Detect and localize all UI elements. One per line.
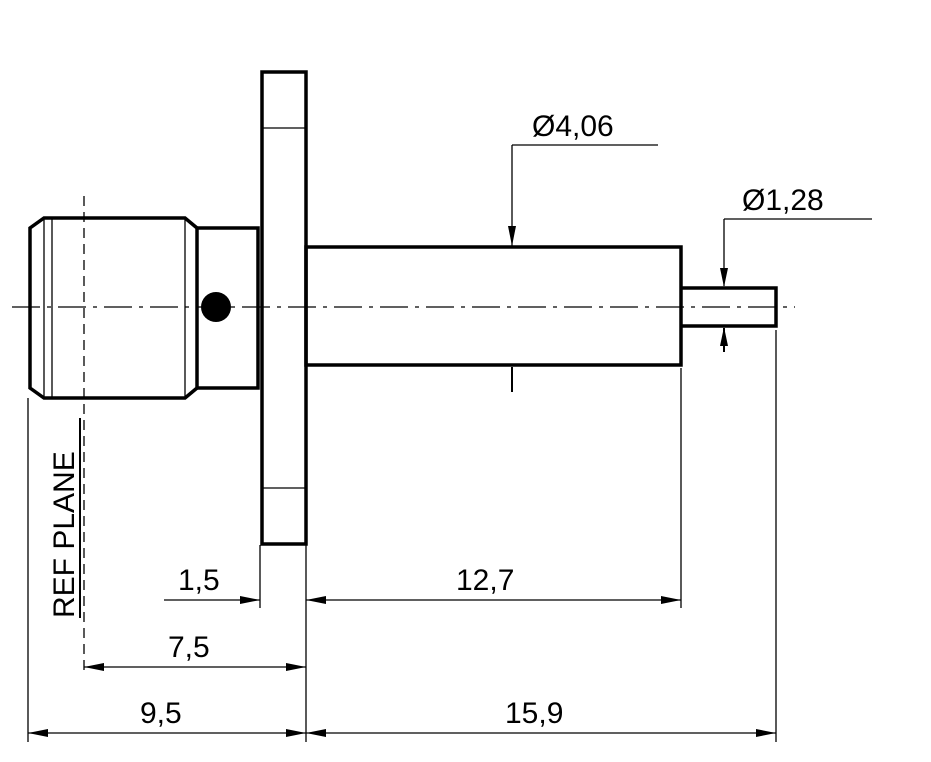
dim-body-length: 12,7 bbox=[306, 564, 681, 604]
diameter-body-label: Ø4,06 bbox=[532, 110, 614, 143]
dielectric-body bbox=[304, 245, 683, 367]
ref-plane-label: REF PLANE bbox=[48, 451, 81, 618]
flange bbox=[260, 70, 308, 546]
diameter-body-dimension: Ø4,06 bbox=[508, 110, 658, 392]
dim-overall-right: 15,9 bbox=[306, 697, 776, 737]
diameter-pin-dimension: Ø1,28 bbox=[720, 184, 872, 352]
extension-lines bbox=[27, 330, 777, 742]
dim-body-length-label: 12,7 bbox=[456, 564, 514, 597]
dim-overall-left: 9,5 bbox=[28, 697, 306, 737]
coupling-nut bbox=[28, 216, 199, 400]
dim-overall-left-label: 9,5 bbox=[140, 697, 182, 730]
dim-overall-right-label: 15,9 bbox=[505, 697, 563, 730]
dim-ref-to-flange-label: 7,5 bbox=[168, 631, 210, 664]
dim-flange-thickness-label: 1,5 bbox=[178, 564, 220, 597]
diameter-pin-label: Ø1,28 bbox=[742, 184, 824, 217]
dim-ref-to-flange: 7,5 bbox=[84, 631, 306, 671]
dim-flange-thickness: 1,5 bbox=[164, 564, 260, 604]
connector-neck bbox=[197, 226, 260, 390]
